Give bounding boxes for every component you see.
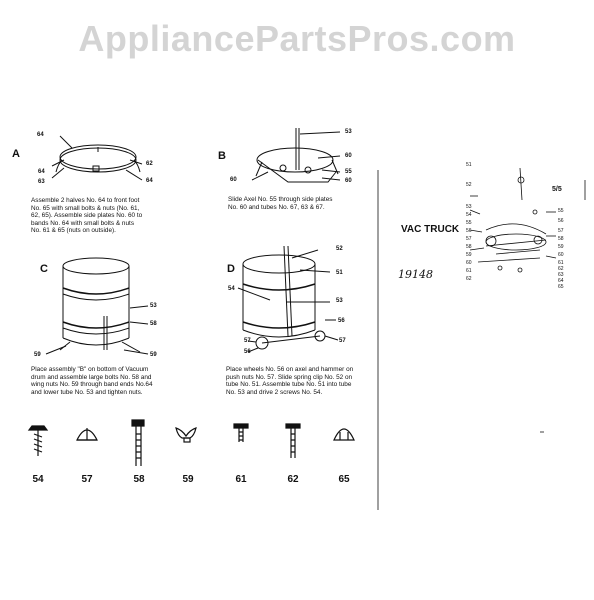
callout: 53 [345,129,352,135]
panel-d-letter: D [227,263,235,275]
handwritten-number: 19148 [398,268,433,281]
panel-a-drawing [51,135,143,181]
part-number-65: 65 [338,474,350,485]
part-57-push-nut-drawing [76,428,98,441]
panel-c-letter: C [40,263,48,275]
part-number-58: 58 [133,474,145,485]
callout: 56 [244,349,251,355]
panel-d-drawing [237,245,339,353]
part-54-screw-drawing [27,425,49,456]
callout: 57 [244,338,251,344]
callout: 53 [336,298,343,304]
part-61-screw-drawing [233,423,249,442]
callout: 60 [345,153,352,159]
part-62-bolt-drawing [285,423,301,458]
part-number-59: 59 [182,474,194,485]
watermark: AppliancePartsPros.com [78,18,516,59]
page-number: 5/5 [552,186,562,193]
panel-b-letter: B [218,150,226,162]
callout: 55 [345,169,352,175]
panel-b-drawing [251,128,341,183]
part-number-62: 62 [287,474,299,485]
panel-d-caption: Place wheels No. 56 on axel and hammer o… [226,366,354,396]
callout: 58 [150,321,157,327]
callout: 63 [38,179,45,185]
callout: 54 [228,286,235,292]
callout: 64 [38,169,45,175]
right-exploded-view [377,167,586,510]
part-number-57: 57 [81,474,93,485]
panel-a-letter: A [12,148,20,160]
callout: 60 [230,177,237,183]
part-58-bolt-drawing [131,419,145,466]
callout: 53 [150,303,157,309]
part-65-nut-drawing [333,428,355,441]
vac-truck-title: VAC TRUCK [401,224,460,235]
callout: 60 [345,178,352,184]
part-number-61: 61 [235,474,247,485]
panel-c-drawing [45,257,149,355]
callout: 64 [146,178,153,184]
callout: 62 [146,161,153,167]
part-number-54: 54 [32,474,44,485]
callout: 57 [339,338,346,344]
part-59-wing-nut-drawing [175,427,197,443]
callout: 56 [338,318,345,324]
callout: 64 [37,132,44,138]
callout: 59 [150,352,157,358]
callout: 59 [34,352,41,358]
callout: 51 [336,270,343,276]
callout: 52 [336,246,343,252]
